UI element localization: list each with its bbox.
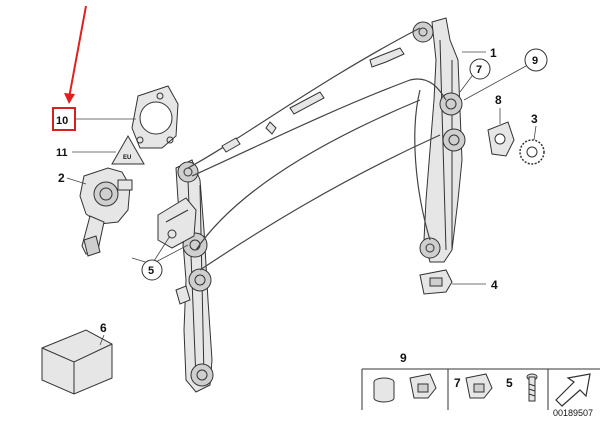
callout-2-label: 2 <box>58 171 65 185</box>
callout-1-label: 1 <box>490 46 497 60</box>
legend-9-label: 9 <box>400 351 407 365</box>
guide-bracket <box>157 197 197 305</box>
legend-screw[interactable] <box>526 373 538 402</box>
legend-strip: 9 7 5 00189507 <box>361 351 600 418</box>
drive-gear[interactable] <box>519 139 545 165</box>
callout-3[interactable]: 3 <box>531 112 538 141</box>
window-motor[interactable] <box>79 167 133 257</box>
mount-bracket[interactable] <box>487 121 515 157</box>
reference-number: 00189507 <box>553 408 593 418</box>
warning-label-text: EU <box>123 155 131 161</box>
rail-left[interactable] <box>175 159 214 393</box>
upper-right-pulley <box>412 21 434 43</box>
callout-8-label: 8 <box>495 93 502 107</box>
callout-1[interactable]: 1 <box>462 46 497 60</box>
right-bottom-pulley <box>419 237 441 259</box>
callout-11[interactable]: 11 <box>56 147 116 159</box>
arrow-icon <box>555 373 591 407</box>
lubricant-box[interactable] <box>41 329 113 395</box>
legend-5-label: 5 <box>506 376 513 390</box>
legend-clip-7[interactable] <box>465 373 493 399</box>
window-cables <box>187 27 447 271</box>
cable-clip[interactable] <box>419 269 453 295</box>
callout-11-label: 11 <box>56 147 68 159</box>
callout-5-left[interactable]: 5 <box>131 235 189 281</box>
callout-5-label: 5 <box>148 265 154 277</box>
callout-10[interactable]: 10 <box>52 107 136 131</box>
callout-9-label: 9 <box>532 55 538 67</box>
callout-2[interactable]: 2 <box>58 171 87 185</box>
callout-8[interactable]: 8 <box>495 93 502 124</box>
left-top-pulley <box>177 161 199 183</box>
callout-6-label: 6 <box>100 321 107 335</box>
motor-gasket[interactable] <box>131 85 179 149</box>
callout-7-label: 7 <box>476 64 482 76</box>
callout-4[interactable]: 4 <box>452 278 498 292</box>
callout-6[interactable]: 6 <box>99 321 107 346</box>
legend-clip-9[interactable] <box>409 373 437 399</box>
right-lower-pulley <box>442 128 466 152</box>
warning-label[interactable]: EU <box>111 134 145 165</box>
rail-right[interactable] <box>412 17 466 263</box>
highlight-box <box>52 107 76 131</box>
left-lower-pulley <box>188 268 212 292</box>
callout-9[interactable]: 9 <box>463 48 548 101</box>
red-pointer-arrow <box>64 5 87 104</box>
left-bottom-pulley <box>190 363 214 387</box>
callout-4-label: 4 <box>491 278 498 292</box>
legend-cap[interactable] <box>373 377 395 403</box>
callout-10-label: 10 <box>56 115 68 127</box>
legend-7-label: 7 <box>454 376 461 390</box>
callout-3-label: 3 <box>531 112 538 126</box>
callout-7[interactable]: 7 <box>459 58 491 93</box>
